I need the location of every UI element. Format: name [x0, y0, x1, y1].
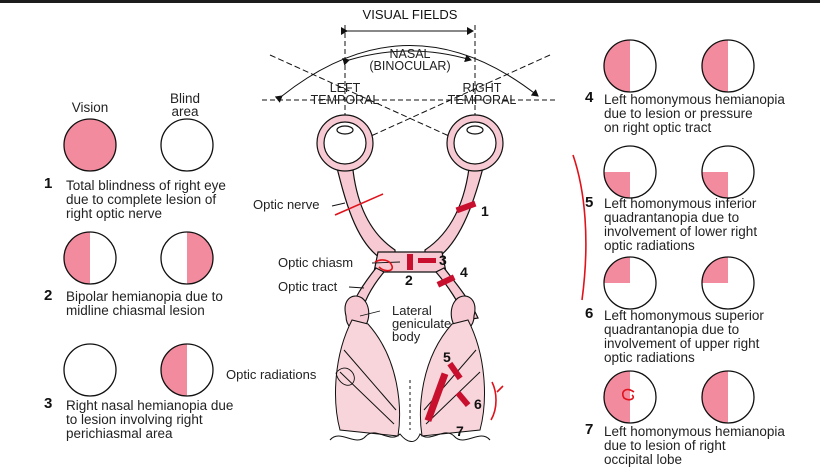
- lesion-marker-7: [424, 372, 449, 422]
- annotation-optic-nerve-strike: [334, 193, 384, 216]
- lesion-marker-2: [407, 254, 413, 270]
- annotation-bracket: [572, 154, 587, 301]
- optic-chiasm-label: Optic chiasm: [278, 255, 354, 270]
- annotation-chiasm-curl: [374, 259, 394, 272]
- right-temporal-label-line2: TEMPORAL: [447, 93, 517, 107]
- lesion-marker-1: [455, 200, 477, 214]
- field-circle-lesion-6-right: [701, 256, 755, 310]
- lesion-marker-5: [447, 361, 463, 381]
- nasal-label: NASAL: [389, 47, 431, 61]
- pathway-lesion-number-6: 6: [474, 396, 482, 412]
- field-circle-lesion-5-left: [603, 145, 657, 199]
- pathway-lesion-number-4: 4: [460, 264, 468, 280]
- field-circle-lesion-7-left: [603, 370, 657, 424]
- field-circle-lesion-5-right: [701, 145, 755, 199]
- lesion-3-number: 3: [44, 395, 53, 412]
- blind-area-header-line1: Blind: [169, 91, 201, 106]
- vision-header: Vision: [71, 100, 109, 115]
- lesion-2-number: 2: [44, 287, 53, 304]
- visual-fields-title: VISUAL FIELDS: [362, 7, 458, 22]
- visual-field-lines: [262, 25, 555, 151]
- field-circle-lesion-3-right: [160, 343, 214, 397]
- lesion-4-number: 4: [585, 89, 594, 106]
- field-circle-lesion-6-left: [603, 256, 657, 310]
- lgb-label-line3: body: [392, 329, 421, 344]
- pathway-lesion-number-1: 1: [481, 203, 489, 219]
- blind-area-header-line2: area: [171, 104, 199, 119]
- handwritten-annotations: [334, 154, 635, 421]
- pathway-lesion-number-2: 2: [405, 272, 413, 288]
- pathway-lesion-number-5: 5: [443, 349, 451, 365]
- optic-tract-label: Optic tract: [278, 279, 338, 294]
- optic-radiations-label: Optic radiations: [226, 367, 317, 382]
- pathway-lesion-number-3: 3: [439, 252, 447, 268]
- lesion-marker-4: [436, 274, 456, 288]
- left-temporal-label-line2: TEMPORAL: [310, 93, 380, 107]
- field-circle-lesion-1-right: [160, 118, 214, 172]
- lesion-6-number: 6: [585, 305, 594, 322]
- lgb-label-line2: geniculate: [392, 316, 452, 331]
- left-temporal-label-line1: LEFT: [329, 81, 361, 95]
- field-circle-lesion-7-right: [701, 370, 755, 424]
- lesion-marker-6: [455, 390, 471, 408]
- lesion-markers: [407, 200, 477, 422]
- field-circle-lesion-4-left: [603, 39, 657, 93]
- lgb-label-line1: Lateral: [392, 303, 432, 318]
- pathway-lesion-number-7: 7: [456, 423, 464, 439]
- optic-nerve-label: Optic nerve: [253, 197, 320, 212]
- field-circle-lesion-2-right: [160, 231, 214, 285]
- lesion-5-number: 5: [585, 194, 594, 211]
- field-circle-lesion-3-left: [63, 343, 117, 397]
- label-leaders: [331, 202, 401, 386]
- field-circle-lesion-2-left: [63, 231, 117, 285]
- top-edge-bar: [0, 0, 820, 3]
- lesion-7-number: 7: [585, 421, 594, 438]
- field-circle-lesion-1-left: [63, 118, 117, 172]
- binocular-label: (BINOCULAR): [369, 59, 451, 73]
- field-circle-lesion-4-right: [701, 39, 755, 93]
- eyes: [316, 114, 504, 172]
- right-temporal-label-line1: RIGHT: [462, 81, 502, 95]
- lesion-1-number: 1: [44, 175, 53, 192]
- annotation-radiation-marks: [490, 381, 504, 421]
- annotation-circle-mark: [621, 388, 635, 401]
- lesion-marker-3: [418, 258, 436, 263]
